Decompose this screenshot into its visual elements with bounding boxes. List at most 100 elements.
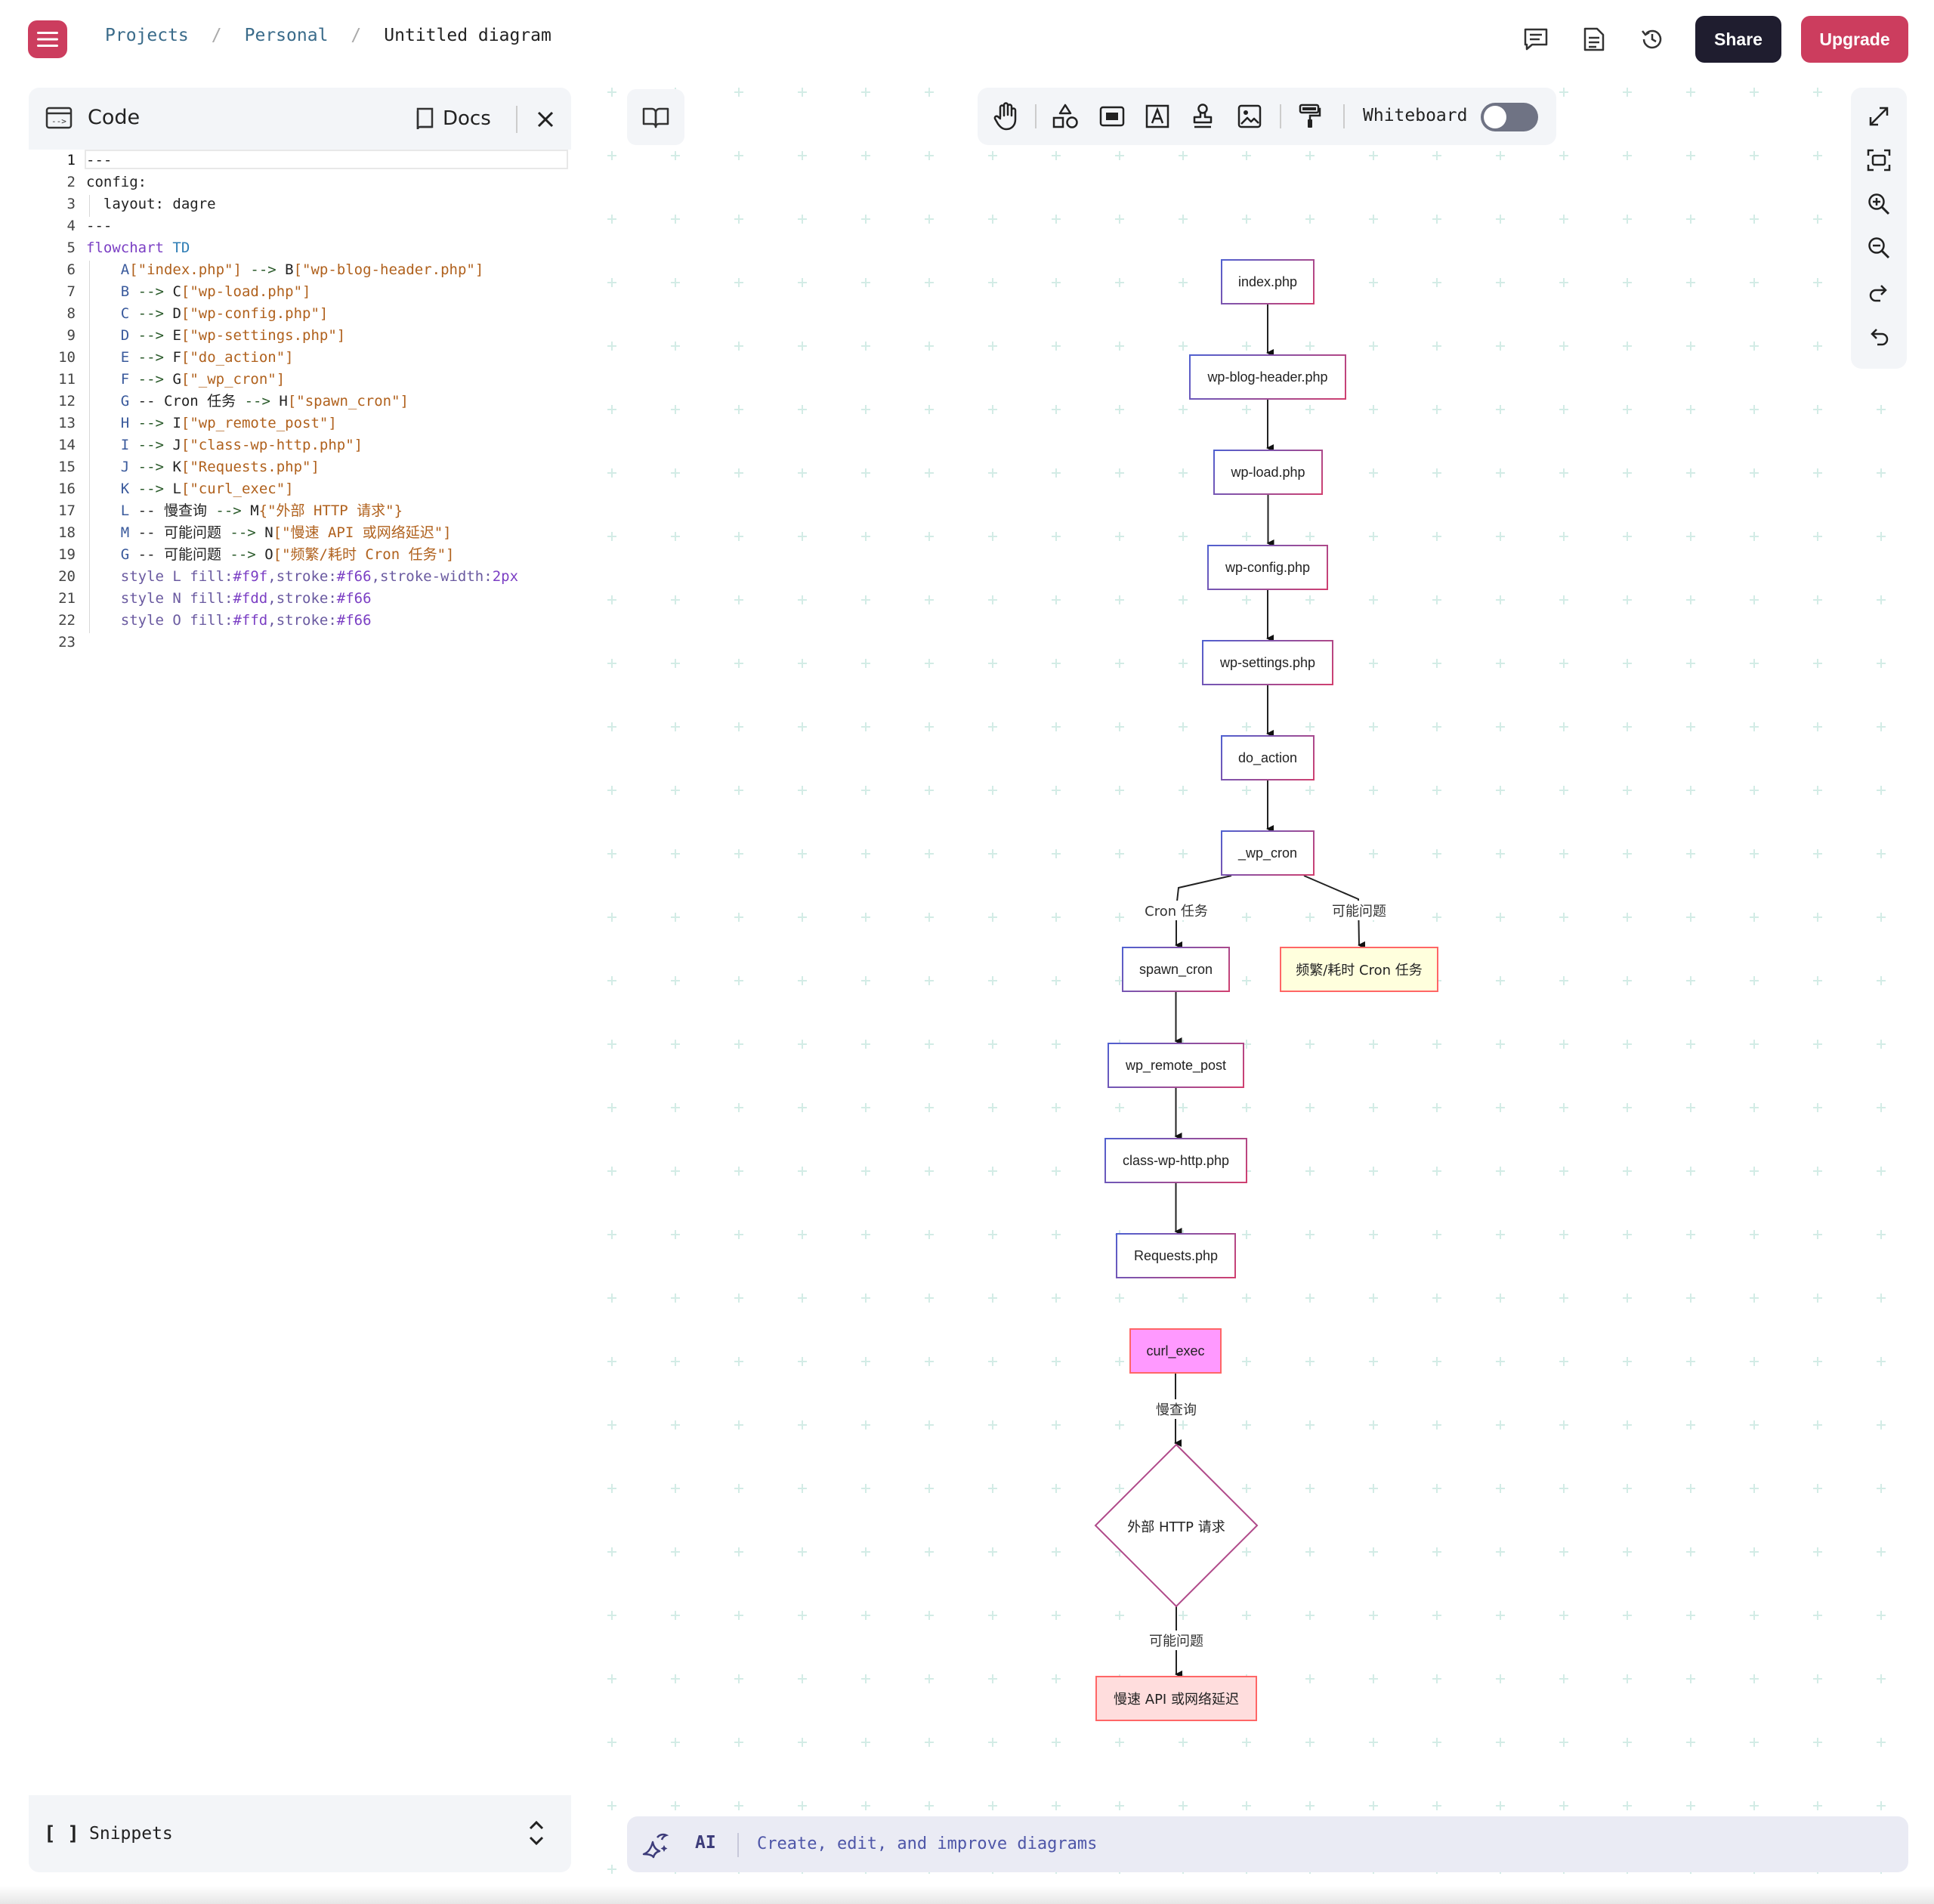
fit-view-button[interactable] xyxy=(1864,145,1894,175)
code-text: flowchart TD xyxy=(86,240,190,256)
whiteboard-label: Whiteboard xyxy=(1363,106,1468,125)
code-text: config: xyxy=(86,174,147,190)
active-line-highlight xyxy=(85,150,568,169)
image-icon xyxy=(1237,104,1262,128)
code-line[interactable]: 10 E --> F["do_action"] xyxy=(29,347,571,368)
chevron-up-down-icon[interactable] xyxy=(527,1818,545,1848)
hamburger-icon xyxy=(37,32,58,47)
diagram-node[interactable]: spawn_cron xyxy=(1122,947,1230,992)
line-number: 23 xyxy=(58,634,76,651)
canvas-grid[interactable] xyxy=(589,76,1934,1904)
diagram-node[interactable]: 频繁/耗时 Cron 任务 xyxy=(1280,947,1438,992)
image-tool[interactable] xyxy=(1234,101,1265,131)
diagram-node[interactable]: 慢速 API 或网络延迟 xyxy=(1095,1676,1257,1721)
breadcrumb-separator: / xyxy=(351,26,362,45)
hand-tool[interactable] xyxy=(991,101,1021,131)
code-line[interactable]: 21 style N fill:#fdd,stroke:#f66 xyxy=(29,588,571,609)
code-line[interactable]: 23 xyxy=(29,632,571,653)
history-button[interactable] xyxy=(1637,24,1667,54)
code-text: D --> E["wp-settings.php"] xyxy=(120,327,346,344)
line-number: 18 xyxy=(58,524,76,541)
code-line[interactable]: 14 I --> J["class-wp-http.php"] xyxy=(29,434,571,456)
code-text: C --> D["wp-config.php"] xyxy=(120,305,329,322)
view-controls xyxy=(1851,88,1907,369)
upgrade-button[interactable]: Upgrade xyxy=(1801,16,1908,63)
code-line[interactable]: 12 G -- Cron 任务 --> H["spawn_cron"] xyxy=(29,391,571,412)
diagram-node[interactable]: index.php xyxy=(1221,259,1315,304)
diagram-node[interactable]: wp_remote_post xyxy=(1108,1043,1244,1088)
code-line[interactable]: 17 L -- 慢查询 --> M{"外部 HTTP 请求"} xyxy=(29,500,571,521)
diagram-node[interactable]: curl_exec xyxy=(1129,1328,1222,1374)
diagram-title[interactable]: Untitled diagram xyxy=(384,26,551,45)
diagram-edge-label[interactable]: 慢查询 xyxy=(1154,1399,1198,1419)
stamp-tool[interactable] xyxy=(1188,101,1218,131)
undo-button[interactable] xyxy=(1864,322,1894,352)
line-number: 1 xyxy=(66,152,76,168)
docs-label: Docs xyxy=(443,107,491,130)
redo-button[interactable] xyxy=(1864,278,1894,308)
code-line[interactable]: 18 M -- 可能问题 --> N["慢速 API 或网络延迟"] xyxy=(29,522,571,543)
zoom-in-icon xyxy=(1868,193,1890,215)
code-line[interactable]: 4--- xyxy=(29,215,571,236)
diagram-node[interactable]: _wp_cron xyxy=(1221,830,1315,876)
snippets-bar[interactable]: [ ] Snippets xyxy=(29,1795,571,1872)
diagram-node[interactable]: Requests.php xyxy=(1116,1233,1236,1278)
whiteboard-toggle[interactable] xyxy=(1481,103,1538,131)
diagram-node[interactable]: wp-load.php xyxy=(1213,450,1323,495)
diagram-edge-label[interactable]: 可能问题 xyxy=(1148,1630,1205,1650)
code-line[interactable]: 1--- xyxy=(29,150,571,171)
diagram-node[interactable]: wp-config.php xyxy=(1207,545,1328,590)
shapes-tool[interactable] xyxy=(1050,101,1080,131)
code-text: G -- 可能问题 --> O["频繁/耗时 Cron 任务"] xyxy=(120,546,455,563)
line-number: 7 xyxy=(66,283,76,300)
document-button[interactable] xyxy=(1579,24,1609,54)
code-line[interactable]: 9 D --> E["wp-settings.php"] xyxy=(29,325,571,346)
style-tool[interactable] xyxy=(1295,101,1325,131)
zoom-out-button[interactable] xyxy=(1864,233,1894,263)
code-line[interactable]: 3 layout: dagre xyxy=(29,193,571,215)
container-tool[interactable] xyxy=(1097,101,1127,131)
close-code-panel-button[interactable] xyxy=(530,104,561,134)
code-line[interactable]: 6 A["index.php"] --> B["wp-blog-header.p… xyxy=(29,259,571,280)
code-line[interactable]: 15 J --> K["Requests.php"] xyxy=(29,456,571,478)
code-text: G -- Cron 任务 --> H["spawn_cron"] xyxy=(120,393,409,410)
library-button[interactable] xyxy=(627,89,684,145)
code-line[interactable]: 5 flowchart TD xyxy=(29,237,571,258)
code-line[interactable]: 7 B --> C["wp-load.php"] xyxy=(29,281,571,302)
ai-prompt-input[interactable]: Create, edit, and improve diagrams xyxy=(757,1834,1098,1853)
zoom-in-button[interactable] xyxy=(1864,189,1894,219)
diagram-node[interactable]: class-wp-http.php xyxy=(1104,1138,1247,1183)
ai-prompt-bar[interactable]: AI Create, edit, and improve diagrams xyxy=(627,1816,1908,1872)
diagram-edge-label[interactable]: Cron 任务 xyxy=(1143,901,1210,920)
code-line[interactable]: 16 K --> L["curl_exec"] xyxy=(29,478,571,499)
diagram-node-label[interactable]: 外部 HTTP 请求 xyxy=(1127,1519,1225,1535)
share-button[interactable]: Share xyxy=(1695,16,1781,63)
diagram-node[interactable]: wp-blog-header.php xyxy=(1189,354,1346,400)
hand-icon xyxy=(993,102,1017,131)
canvas-toolbar: Whiteboard xyxy=(978,88,1556,145)
code-line[interactable]: 20 style L fill:#f9f,stroke:#f66,stroke-… xyxy=(29,566,571,587)
code-window-icon: --> xyxy=(45,107,73,129)
paint-roller-icon xyxy=(1299,104,1321,128)
text-tool[interactable] xyxy=(1142,101,1172,131)
breadcrumb-projects[interactable]: Projects xyxy=(105,26,189,45)
history-icon xyxy=(1642,29,1662,49)
code-line[interactable]: 22 style O fill:#ffd,stroke:#f66 xyxy=(29,610,571,631)
diagram-node[interactable]: do_action xyxy=(1221,735,1315,780)
text-box-icon xyxy=(1145,104,1169,128)
code-line[interactable]: 11 F --> G["_wp_cron"] xyxy=(29,369,571,390)
line-number: 19 xyxy=(58,546,76,563)
code-line[interactable]: 19 G -- 可能问题 --> O["频繁/耗时 Cron 任务"] xyxy=(29,544,571,565)
comment-button[interactable] xyxy=(1521,24,1551,54)
line-number: 5 xyxy=(66,240,76,256)
diagram-edge-label[interactable]: 可能问题 xyxy=(1330,901,1388,920)
docs-button[interactable]: Docs xyxy=(414,101,491,136)
fullscreen-button[interactable] xyxy=(1864,101,1894,131)
code-line[interactable]: 13 H --> I["wp_remote_post"] xyxy=(29,413,571,434)
breadcrumb-personal[interactable]: Personal xyxy=(244,26,329,45)
menu-button[interactable] xyxy=(28,20,67,58)
diagram-node[interactable]: wp-settings.php xyxy=(1202,640,1333,685)
code-line[interactable]: 8 C --> D["wp-config.php"] xyxy=(29,303,571,324)
